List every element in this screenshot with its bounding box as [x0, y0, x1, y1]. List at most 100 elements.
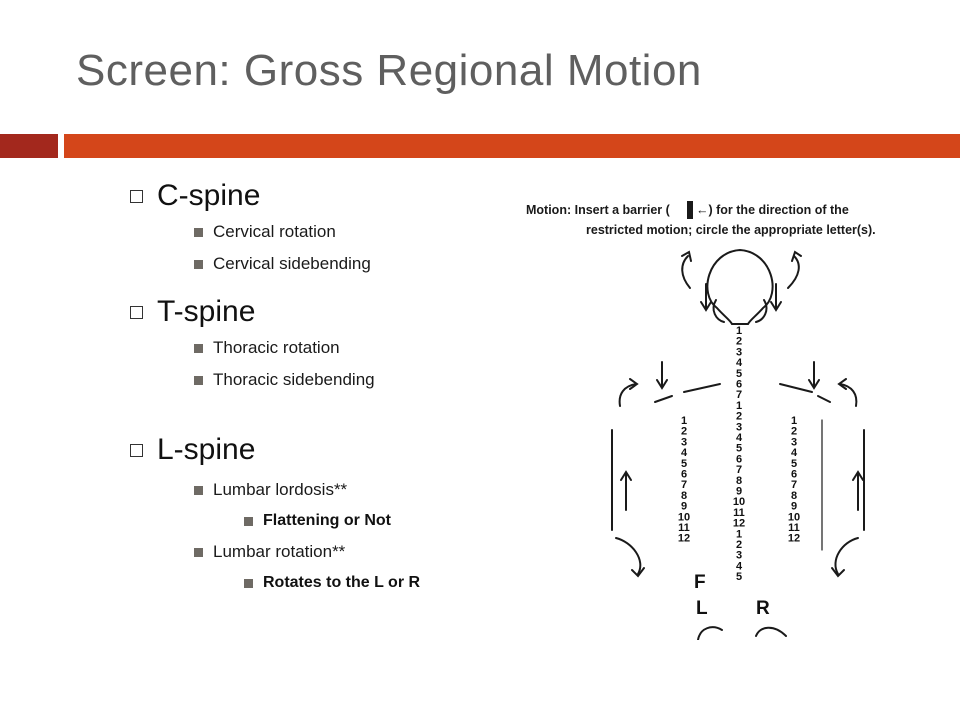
thoracic-vertebra-3: 3	[736, 421, 742, 433]
cervical-rotation-label: Cervical rotation	[213, 222, 336, 241]
title-bar-left	[0, 134, 58, 158]
right-thoracic-vertebra-6: 6	[791, 469, 797, 481]
list-item: Rotates to the L or R	[244, 568, 508, 598]
right-thoracic-vertebra-1: 1	[791, 415, 797, 427]
left-thoracic-vertebra-6: 6	[681, 469, 687, 481]
thoracic-vertebra-8: 8	[736, 475, 742, 487]
arrowhead-icon	[700, 301, 712, 312]
thoracic-sidebending-label: Thoracic sidebending	[213, 370, 375, 389]
thoracic-vertebra-4: 4	[736, 432, 743, 444]
left-thoracic-vertebra-7: 7	[681, 479, 687, 491]
caption-line-1b: ←) for the direction of the	[696, 203, 849, 217]
right-thoracic-vertebra-12: 12	[788, 533, 800, 545]
cervical-vertebra-5: 5	[736, 368, 742, 380]
left-thoracic-vertebra-5: 5	[681, 458, 687, 470]
right-shoulder-icon	[779, 383, 831, 403]
square-bullet-icon	[194, 343, 203, 353]
rotates-label: Rotates to the L or R	[263, 574, 421, 591]
thoracic-vertebra-1: 1	[736, 400, 742, 412]
title-bar-right	[64, 134, 960, 158]
square-bullet-icon	[194, 547, 203, 557]
list-item: Flattening or Not	[244, 506, 508, 536]
outline: C-spine Cervical rotation Cervical sideb…	[128, 176, 508, 598]
arrowhead-icon	[852, 470, 864, 481]
arrowhead-icon	[631, 567, 645, 578]
thoracic-vertebra-2: 2	[736, 411, 742, 423]
right-thoracic-vertebra-2: 2	[791, 426, 797, 438]
lumbar-vertebra-5: 5	[736, 571, 742, 583]
left-thoracic-vertebra-10: 10	[678, 511, 690, 523]
cspine-label: C-spine	[157, 179, 261, 212]
arrowhead-icon	[770, 301, 782, 312]
right-thoracic-vertebra-3: 3	[791, 436, 797, 448]
arrowhead-icon	[831, 567, 845, 578]
lumbar-vertebra-4: 4	[736, 560, 743, 572]
left-thoracic-vertebra-9: 9	[681, 501, 687, 513]
tspine-heading: T-spine	[128, 292, 508, 332]
square-bullet-icon	[194, 259, 203, 269]
lumbar-vertebra-1: 1	[736, 528, 742, 540]
thoracic-vertebra-10: 10	[733, 496, 745, 508]
checkbox-bullet-icon	[130, 305, 143, 319]
cervical-sidebending-label: Cervical sidebending	[213, 254, 371, 273]
right-thoracic-vertebra-11: 11	[788, 522, 800, 534]
pelvis-left-icon	[697, 626, 723, 640]
rotate-arrow-icon	[618, 383, 637, 407]
slide-title: Screen: Gross Regional Motion	[76, 46, 702, 95]
thoracic-vertebra-9: 9	[736, 486, 742, 498]
left-thoracic-vertebra-12: 12	[678, 533, 690, 545]
tspine-label: T-spine	[157, 295, 256, 328]
left-thoracic-vertebra-4: 4	[681, 447, 688, 459]
cervical-vertebra-2: 2	[736, 336, 742, 348]
square-bullet-icon	[244, 516, 253, 526]
thoracic-rotation-label: Thoracic rotation	[213, 338, 340, 357]
right-thoracic-vertebra-5: 5	[791, 458, 797, 470]
spine-motion-diagram: Motion: Insert a barrier ( ←) for the di…	[526, 201, 876, 640]
list-item: Thoracic rotation	[194, 332, 508, 364]
letter-r: R	[756, 598, 770, 619]
arrowhead-icon	[656, 379, 668, 390]
lspine-heading: L-spine	[128, 430, 508, 470]
checkbox-bullet-icon	[130, 189, 143, 203]
thoracic-vertebra-7: 7	[736, 464, 742, 476]
right-thoracic-vertebra-7: 7	[791, 479, 797, 491]
thoracic-vertebra-5: 5	[736, 443, 742, 455]
thoracic-vertebra-12: 12	[733, 518, 745, 530]
arrowhead-icon	[808, 379, 820, 390]
lumbar-rotation-label: Lumbar rotation**	[213, 542, 346, 561]
left-thoracic-vertebra-2: 2	[681, 426, 687, 438]
flattening-label: Flattening or Not	[263, 512, 391, 529]
rotate-arrow-icon	[834, 537, 859, 575]
right-thoracic-vertebra-9: 9	[791, 501, 797, 513]
list-item: Cervical sidebending	[194, 248, 508, 280]
right-thoracic-vertebra-10: 10	[788, 511, 800, 523]
lspine-label: L-spine	[157, 433, 256, 466]
left-thoracic-vertebra-11: 11	[678, 522, 690, 534]
arrowhead-icon	[620, 470, 632, 481]
letter-l: L	[696, 598, 708, 619]
pelvis-right-icon	[755, 626, 787, 637]
cervical-vertebra-3: 3	[736, 346, 742, 358]
square-bullet-icon	[194, 485, 203, 495]
rotate-arrow-icon	[839, 383, 858, 407]
head-outline-icon	[706, 248, 774, 325]
right-thoracic-vertebra-8: 8	[791, 490, 797, 502]
rotate-arrow-icon	[681, 255, 691, 289]
checkbox-bullet-icon	[130, 443, 143, 457]
list-item: Thoracic sidebending	[194, 364, 508, 396]
lumbar-lordosis-label: Lumbar lordosis**	[213, 480, 348, 499]
thoracic-vertebra-6: 6	[736, 453, 742, 465]
cervical-vertebra-6: 6	[736, 379, 742, 391]
caption-line-2: restricted motion; circle the appropriat…	[586, 223, 876, 237]
square-bullet-icon	[194, 375, 203, 385]
arrowhead-icon	[791, 250, 802, 262]
arrowhead-icon	[629, 378, 639, 390]
arrowhead-icon	[837, 378, 847, 390]
neck-right-icon	[755, 299, 768, 323]
caption-line-1a: Motion: Insert a barrier (	[526, 203, 671, 217]
list-item: Lumbar lordosis**	[194, 474, 508, 506]
left-shoulder-icon	[654, 383, 721, 403]
left-thoracic-vertebra-3: 3	[681, 436, 687, 448]
